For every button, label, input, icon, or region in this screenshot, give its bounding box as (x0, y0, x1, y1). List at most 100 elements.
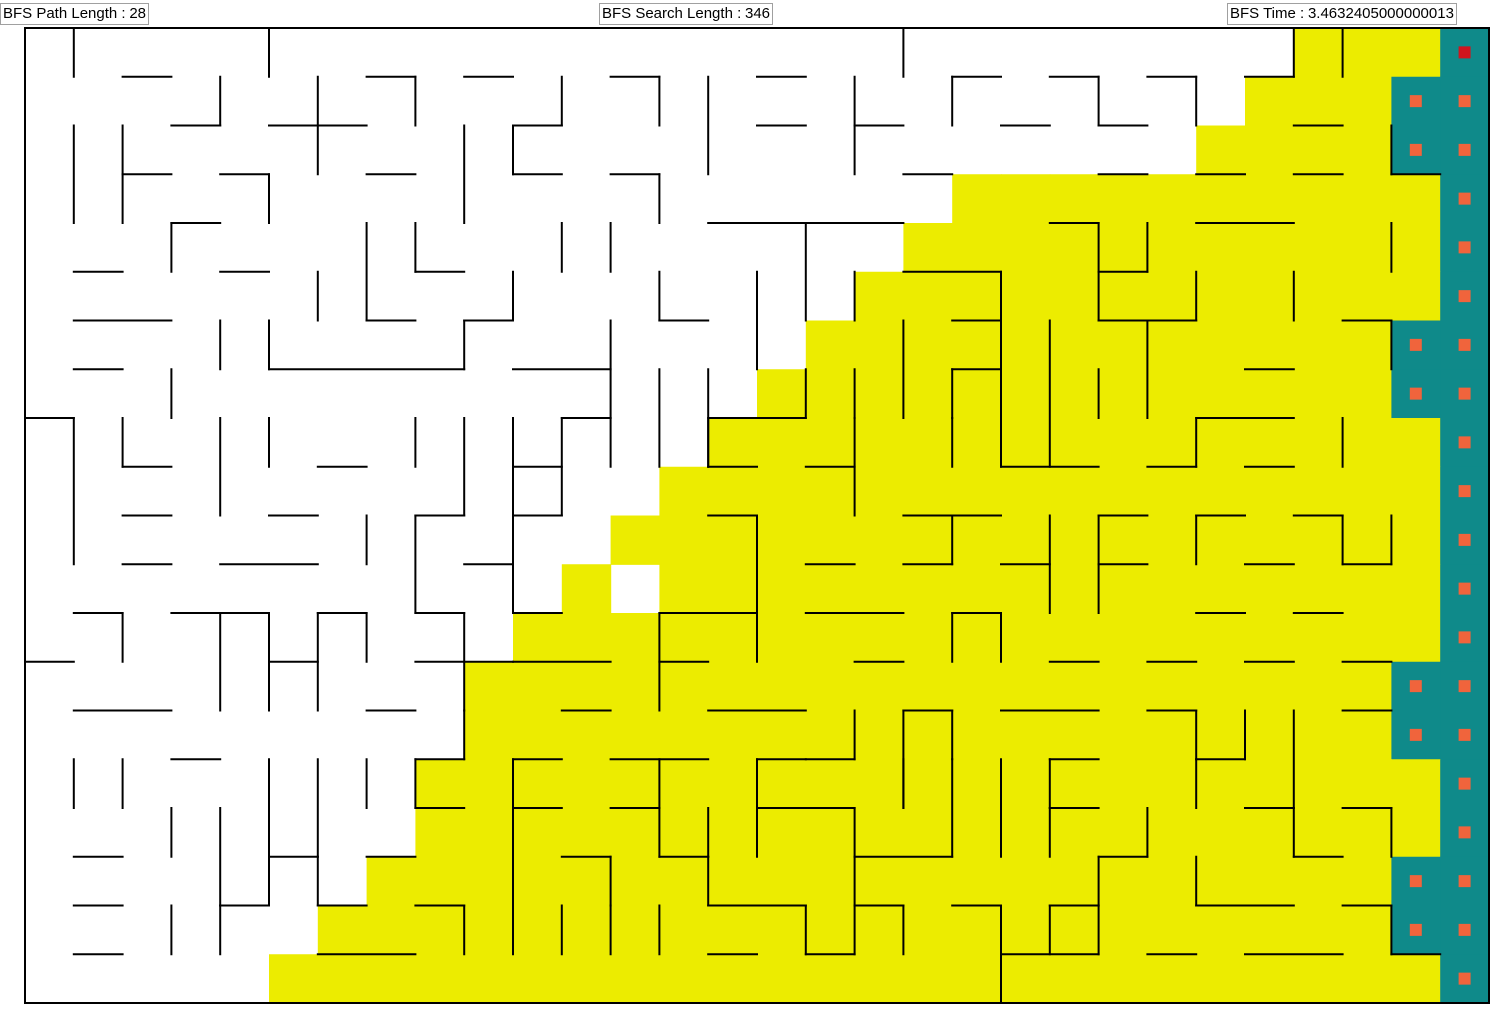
visited-cell (1001, 320, 1051, 370)
visited-cell (903, 320, 953, 370)
visited-cell (513, 759, 563, 809)
visited-cell (1196, 174, 1246, 224)
visited-cell (269, 954, 319, 1004)
visited-cell (1147, 418, 1197, 468)
visited-cell (708, 856, 758, 907)
visited-cell (1196, 418, 1246, 468)
visited-cell (513, 710, 563, 760)
visited-cell (415, 759, 465, 809)
visited-cell (1245, 125, 1295, 175)
visited-cell (854, 954, 904, 1004)
visited-cell (805, 418, 856, 468)
visited-cell (903, 905, 953, 955)
maze-cells (269, 28, 1490, 1004)
visited-cell (1293, 515, 1344, 565)
visited-cell (1001, 466, 1051, 517)
visited-cell (952, 418, 1002, 468)
visited-cell (1293, 369, 1344, 419)
path-marker (1458, 777, 1471, 790)
visited-cell (1342, 564, 1392, 614)
visited-cell (757, 856, 807, 907)
visited-cell (952, 320, 1002, 370)
visited-cell (952, 710, 1002, 760)
visited-cell (1196, 856, 1246, 907)
visited-cell (805, 613, 856, 663)
path-marker (1458, 631, 1471, 644)
visited-cell (805, 954, 856, 1004)
visited-cell (1049, 856, 1100, 907)
visited-cell (1293, 418, 1344, 468)
visited-cell (513, 613, 563, 663)
path-marker (1458, 533, 1471, 546)
visited-cell (1196, 564, 1246, 614)
visited-cell (1049, 759, 1100, 809)
visited-cell (903, 223, 953, 273)
search-length-label: BFS Search Length :346 (599, 3, 774, 25)
path-marker (1409, 728, 1422, 741)
visited-cell (1342, 320, 1392, 370)
visited-cell (610, 759, 660, 809)
visited-cell (708, 515, 758, 565)
visited-cell (561, 661, 612, 712)
visited-cell (1293, 125, 1344, 175)
visited-cell (561, 856, 612, 907)
visited-cell (1293, 271, 1344, 322)
visited-cell (464, 808, 514, 858)
visited-cell (1342, 856, 1392, 907)
visited-cell (659, 466, 709, 517)
visited-cell (1049, 661, 1100, 712)
visited-cell (1098, 759, 1148, 809)
visited-cell (659, 564, 709, 614)
visited-cell (952, 954, 1002, 1004)
visited-cell (757, 369, 807, 419)
visited-cell (757, 613, 807, 663)
visited-cell (708, 759, 758, 809)
visited-cell (805, 515, 856, 565)
visited-cell (1001, 564, 1051, 614)
visited-cell (854, 369, 904, 419)
visited-cell (708, 661, 758, 712)
visited-cell (1342, 76, 1392, 127)
visited-cell (903, 856, 953, 907)
path-marker (1458, 290, 1471, 303)
visited-cell (1098, 710, 1148, 760)
visited-cell (854, 808, 904, 858)
visited-cell (903, 661, 953, 712)
visited-cell (659, 954, 709, 1004)
visited-cell (1245, 710, 1295, 760)
visited-cell (1293, 28, 1344, 78)
visited-cell (1147, 954, 1197, 1004)
visited-cell (366, 954, 416, 1004)
visited-cell (561, 564, 612, 614)
visited-cell (854, 613, 904, 663)
visited-cell (903, 466, 953, 517)
visited-cell (1049, 710, 1100, 760)
visited-cell (805, 661, 856, 712)
visited-cell (1342, 808, 1392, 858)
visited-cell (805, 856, 856, 907)
visited-cell (757, 661, 807, 712)
visited-cell (1196, 905, 1246, 955)
visited-cell (1342, 661, 1392, 712)
visited-cell (1391, 223, 1441, 273)
visited-cell (708, 954, 758, 1004)
visited-cell (952, 759, 1002, 809)
visited-cell (1049, 369, 1100, 419)
visited-cell (1245, 369, 1295, 419)
path-marker (1409, 143, 1422, 156)
path-marker (1458, 972, 1471, 985)
visited-cell (1001, 174, 1051, 224)
visited-cell (610, 808, 660, 858)
visited-cell (1245, 759, 1295, 809)
visited-cell (1342, 759, 1392, 809)
visited-cell (1147, 759, 1197, 809)
visited-cell (610, 613, 660, 663)
path-marker (1458, 143, 1471, 156)
visited-cell (513, 808, 563, 858)
visited-cell (1001, 223, 1051, 273)
visited-cell (1001, 369, 1051, 419)
visited-cell (1391, 28, 1441, 78)
visited-cell (708, 613, 758, 663)
visited-cell (757, 564, 807, 614)
visited-cell (903, 418, 953, 468)
